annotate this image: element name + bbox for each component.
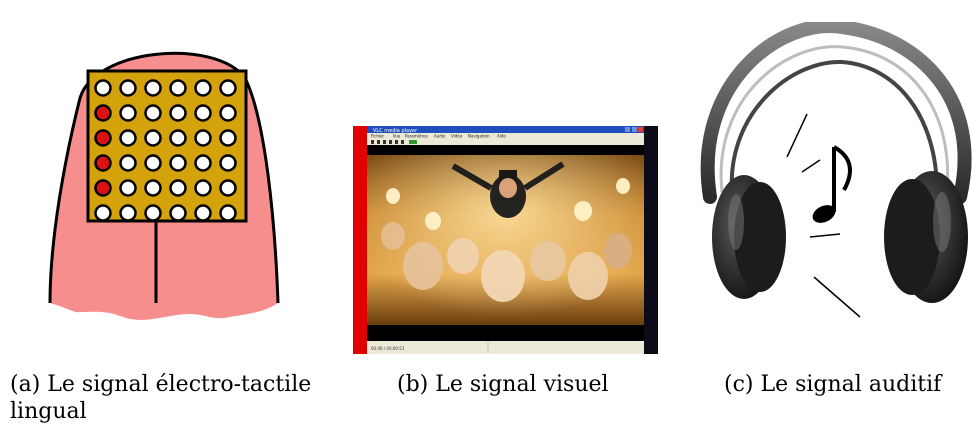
caption-auditory-signal: (c) Le signal auditif xyxy=(724,372,942,397)
electrode xyxy=(219,104,237,122)
electrode xyxy=(219,154,237,172)
electrode-active xyxy=(94,154,112,172)
music-note-icon xyxy=(812,145,852,223)
right-ear-cup xyxy=(884,171,968,303)
electrode xyxy=(144,179,162,197)
electrode xyxy=(169,179,187,197)
video-menu-item: Aide xyxy=(497,134,506,139)
electrode xyxy=(169,129,187,147)
electrode xyxy=(219,129,237,147)
electrode xyxy=(219,79,237,97)
video-status: 00:40 / 00:00:51 xyxy=(371,346,405,351)
electrode xyxy=(119,79,137,97)
electrode xyxy=(169,204,187,222)
video-scene xyxy=(381,161,632,302)
caption-visual-signal: (b) Le signal visuel xyxy=(397,372,609,397)
electrode xyxy=(169,154,187,172)
electrode xyxy=(119,179,137,197)
video-menu-item: Navigation xyxy=(468,134,490,139)
electrode xyxy=(144,129,162,147)
electrode xyxy=(169,104,187,122)
electrode xyxy=(219,179,237,197)
tongue-illustration xyxy=(40,38,290,338)
electrode xyxy=(144,79,162,97)
electrode-active xyxy=(94,129,112,147)
electrode xyxy=(194,79,212,97)
video-menu-item: Fichier xyxy=(371,134,384,139)
video-menu-item: Audio xyxy=(434,134,446,139)
electrode xyxy=(194,104,212,122)
electrode-active xyxy=(94,179,112,197)
electrode xyxy=(144,104,162,122)
electrode-active xyxy=(94,104,112,122)
video-menu-item: Vue xyxy=(393,134,401,139)
electrode xyxy=(94,204,112,222)
electrode xyxy=(119,129,137,147)
electrode xyxy=(194,154,212,172)
electrode xyxy=(194,204,212,222)
electrode xyxy=(194,129,212,147)
headphones-icon xyxy=(692,22,972,327)
video-menu-item: Vidéo xyxy=(451,134,463,139)
electrode xyxy=(144,154,162,172)
electrode xyxy=(119,204,137,222)
electrode xyxy=(144,204,162,222)
left-ear-cup xyxy=(712,175,786,299)
electrode xyxy=(169,79,187,97)
video-menu-item: Paramètres xyxy=(405,134,428,139)
electrode xyxy=(94,79,112,97)
electrode xyxy=(219,204,237,222)
electrode xyxy=(119,104,137,122)
electrode xyxy=(194,179,212,197)
electrode-array xyxy=(86,69,248,223)
video-player-screenshot: VLC media player Fichier Vue Paramètres Aud… xyxy=(353,126,658,354)
sound-lines xyxy=(786,113,861,318)
window-title: VLC media player xyxy=(373,128,418,134)
electrode xyxy=(119,154,137,172)
caption-tactile-signal: (a) Le signal électro-tactile lingual xyxy=(10,372,312,424)
headband xyxy=(700,22,972,204)
